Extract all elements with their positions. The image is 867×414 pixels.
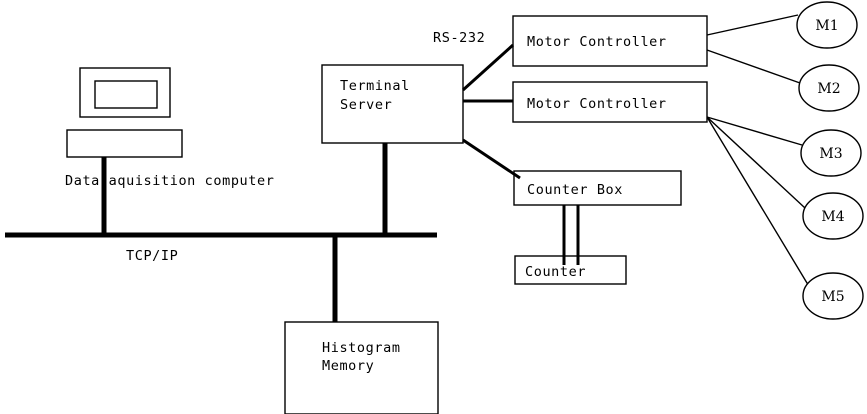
counter-box-box <box>513 170 682 206</box>
link-controller1-to-m1 <box>706 14 799 36</box>
monitor-outer-case <box>79 67 171 118</box>
link-controller1-to-m2 <box>706 49 801 84</box>
link-controller2-to-m3 <box>706 116 803 146</box>
histogram-memory-label-line1: Histogram <box>322 340 401 356</box>
motor-m2-ellipse <box>798 64 860 112</box>
counter-box <box>514 255 627 285</box>
motor-m1-ellipse <box>796 1 858 49</box>
motor-m4-ellipse <box>802 192 864 240</box>
motor-m5-label: M5 <box>821 289 844 305</box>
motor-m5-ellipse <box>802 272 864 320</box>
counter-label: Counter <box>525 264 586 280</box>
tcpip-label: TCP/IP <box>126 248 178 264</box>
motor-controller-1-box <box>512 15 708 67</box>
link-terminal-to-counter-box <box>462 138 521 180</box>
motor-controller-1-label: Motor Controller <box>527 34 667 50</box>
motor-m3-label: M3 <box>819 146 842 162</box>
monitor-screen <box>94 80 158 109</box>
motor-m2-label: M2 <box>817 81 840 97</box>
histogram-memory-box <box>284 321 439 414</box>
histogram-memory-label-line2: Memory <box>322 358 374 374</box>
computer-caption: Data aquisition computer <box>65 173 274 189</box>
motor-controller-2-box <box>512 81 708 123</box>
motor-controller-2-label: Motor Controller <box>527 96 667 112</box>
rs232-label: RS-232 <box>433 30 485 46</box>
link-terminal-to-motor-controller-1 <box>461 43 515 92</box>
terminal-server-label-line2: Server <box>340 97 392 113</box>
link-controller2-to-m4 <box>706 116 806 209</box>
terminal-server-box <box>321 64 464 144</box>
link-controller2-to-m5 <box>706 116 811 289</box>
motor-m1-label: M1 <box>815 18 838 34</box>
motor-m4-label: M4 <box>821 209 844 225</box>
terminal-server-label-line1: Terminal <box>340 78 410 94</box>
keyboard-body <box>66 129 183 158</box>
counter-box-label: Counter Box <box>527 182 623 198</box>
motor-m3-ellipse <box>800 129 862 177</box>
